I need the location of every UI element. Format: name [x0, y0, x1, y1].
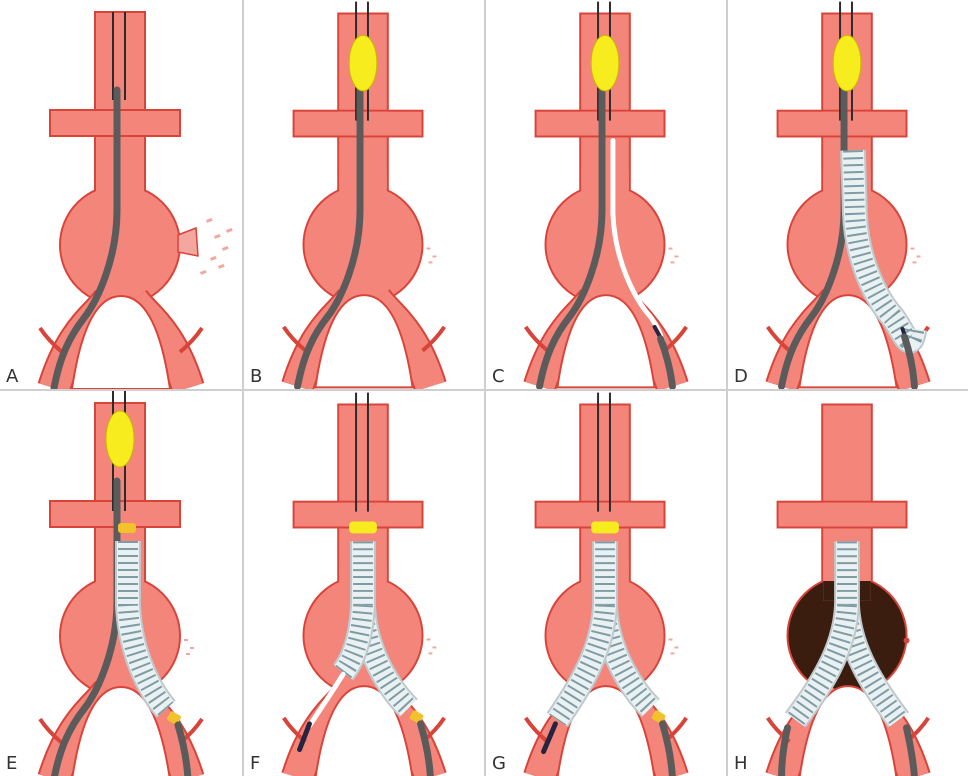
panel-letter: A: [6, 366, 18, 387]
panel-letter: F: [250, 753, 260, 774]
stage-e-drawing: [40, 391, 202, 776]
panel-letter: E: [6, 753, 17, 774]
panel-g-diagram: [486, 391, 726, 776]
occlusion-balloon: [591, 35, 619, 91]
leak-spray: [668, 639, 672, 641]
leak-spray: [428, 652, 432, 654]
leak-spray: [910, 248, 914, 250]
leak-spray: [670, 261, 674, 263]
panel-letter: B: [250, 366, 262, 387]
leak-spray: [222, 246, 229, 251]
panel-d-diagram: [728, 0, 968, 389]
panel-d: D: [728, 0, 968, 389]
leak-spray: [674, 255, 678, 257]
leak-spray: [218, 264, 225, 269]
leak-spray: [674, 646, 678, 648]
panel-e-diagram: [0, 391, 242, 776]
proximal-balloon: [591, 522, 619, 534]
panel-b: B: [244, 0, 484, 389]
leak-spray: [210, 256, 217, 261]
panel-letter: H: [734, 753, 748, 774]
leak-spray: [214, 234, 221, 239]
leak-spray: [668, 248, 672, 250]
panel-a: A: [0, 0, 242, 389]
leak-spray: [190, 647, 194, 649]
leak-spray: [186, 653, 190, 655]
leak-spray: [184, 639, 188, 641]
leak-spray: [428, 261, 432, 263]
leak-spray: [200, 270, 207, 275]
stage-d-drawing: [768, 2, 929, 388]
leak-spray: [670, 652, 674, 654]
rupture-site: [178, 228, 198, 256]
leak-spray: [206, 218, 213, 223]
stage-a-drawing: [40, 12, 233, 389]
panel-letter: D: [734, 366, 748, 387]
panel-g: G: [486, 391, 726, 776]
panel-a-diagram: [0, 0, 242, 389]
panel-c-diagram: [486, 0, 726, 389]
panel-letter: G: [492, 753, 506, 774]
panel-f: F: [244, 391, 484, 776]
panel-h: H: [728, 391, 968, 776]
proximal-balloon: [349, 522, 377, 534]
panel-letter: C: [492, 366, 505, 387]
leak-spray: [432, 255, 436, 257]
leak-spray: [226, 228, 233, 233]
proximal-marker: [118, 523, 136, 533]
leak-spray: [426, 639, 430, 641]
sealed-rupture: [904, 638, 910, 644]
panel-b-diagram: [244, 0, 484, 389]
panel-h-diagram: [728, 391, 968, 776]
stage-b-drawing: [284, 2, 445, 388]
leak-spray: [916, 255, 920, 257]
leak-spray: [432, 646, 436, 648]
stage-g-drawing: [526, 393, 687, 776]
panel-e: E: [0, 391, 242, 776]
leak-spray: [426, 248, 430, 250]
panel-c: C: [486, 0, 726, 389]
occlusion-balloon: [349, 35, 377, 91]
occlusion-balloon: [106, 411, 134, 467]
stage-h-drawing: [768, 404, 929, 776]
leak-spray: [912, 261, 916, 263]
panel-f-diagram: [244, 391, 484, 776]
stage-f-drawing: [284, 393, 445, 776]
stage-c-drawing: [526, 2, 687, 388]
renal-junction-fill: [823, 503, 871, 527]
occlusion-balloon: [833, 35, 861, 91]
